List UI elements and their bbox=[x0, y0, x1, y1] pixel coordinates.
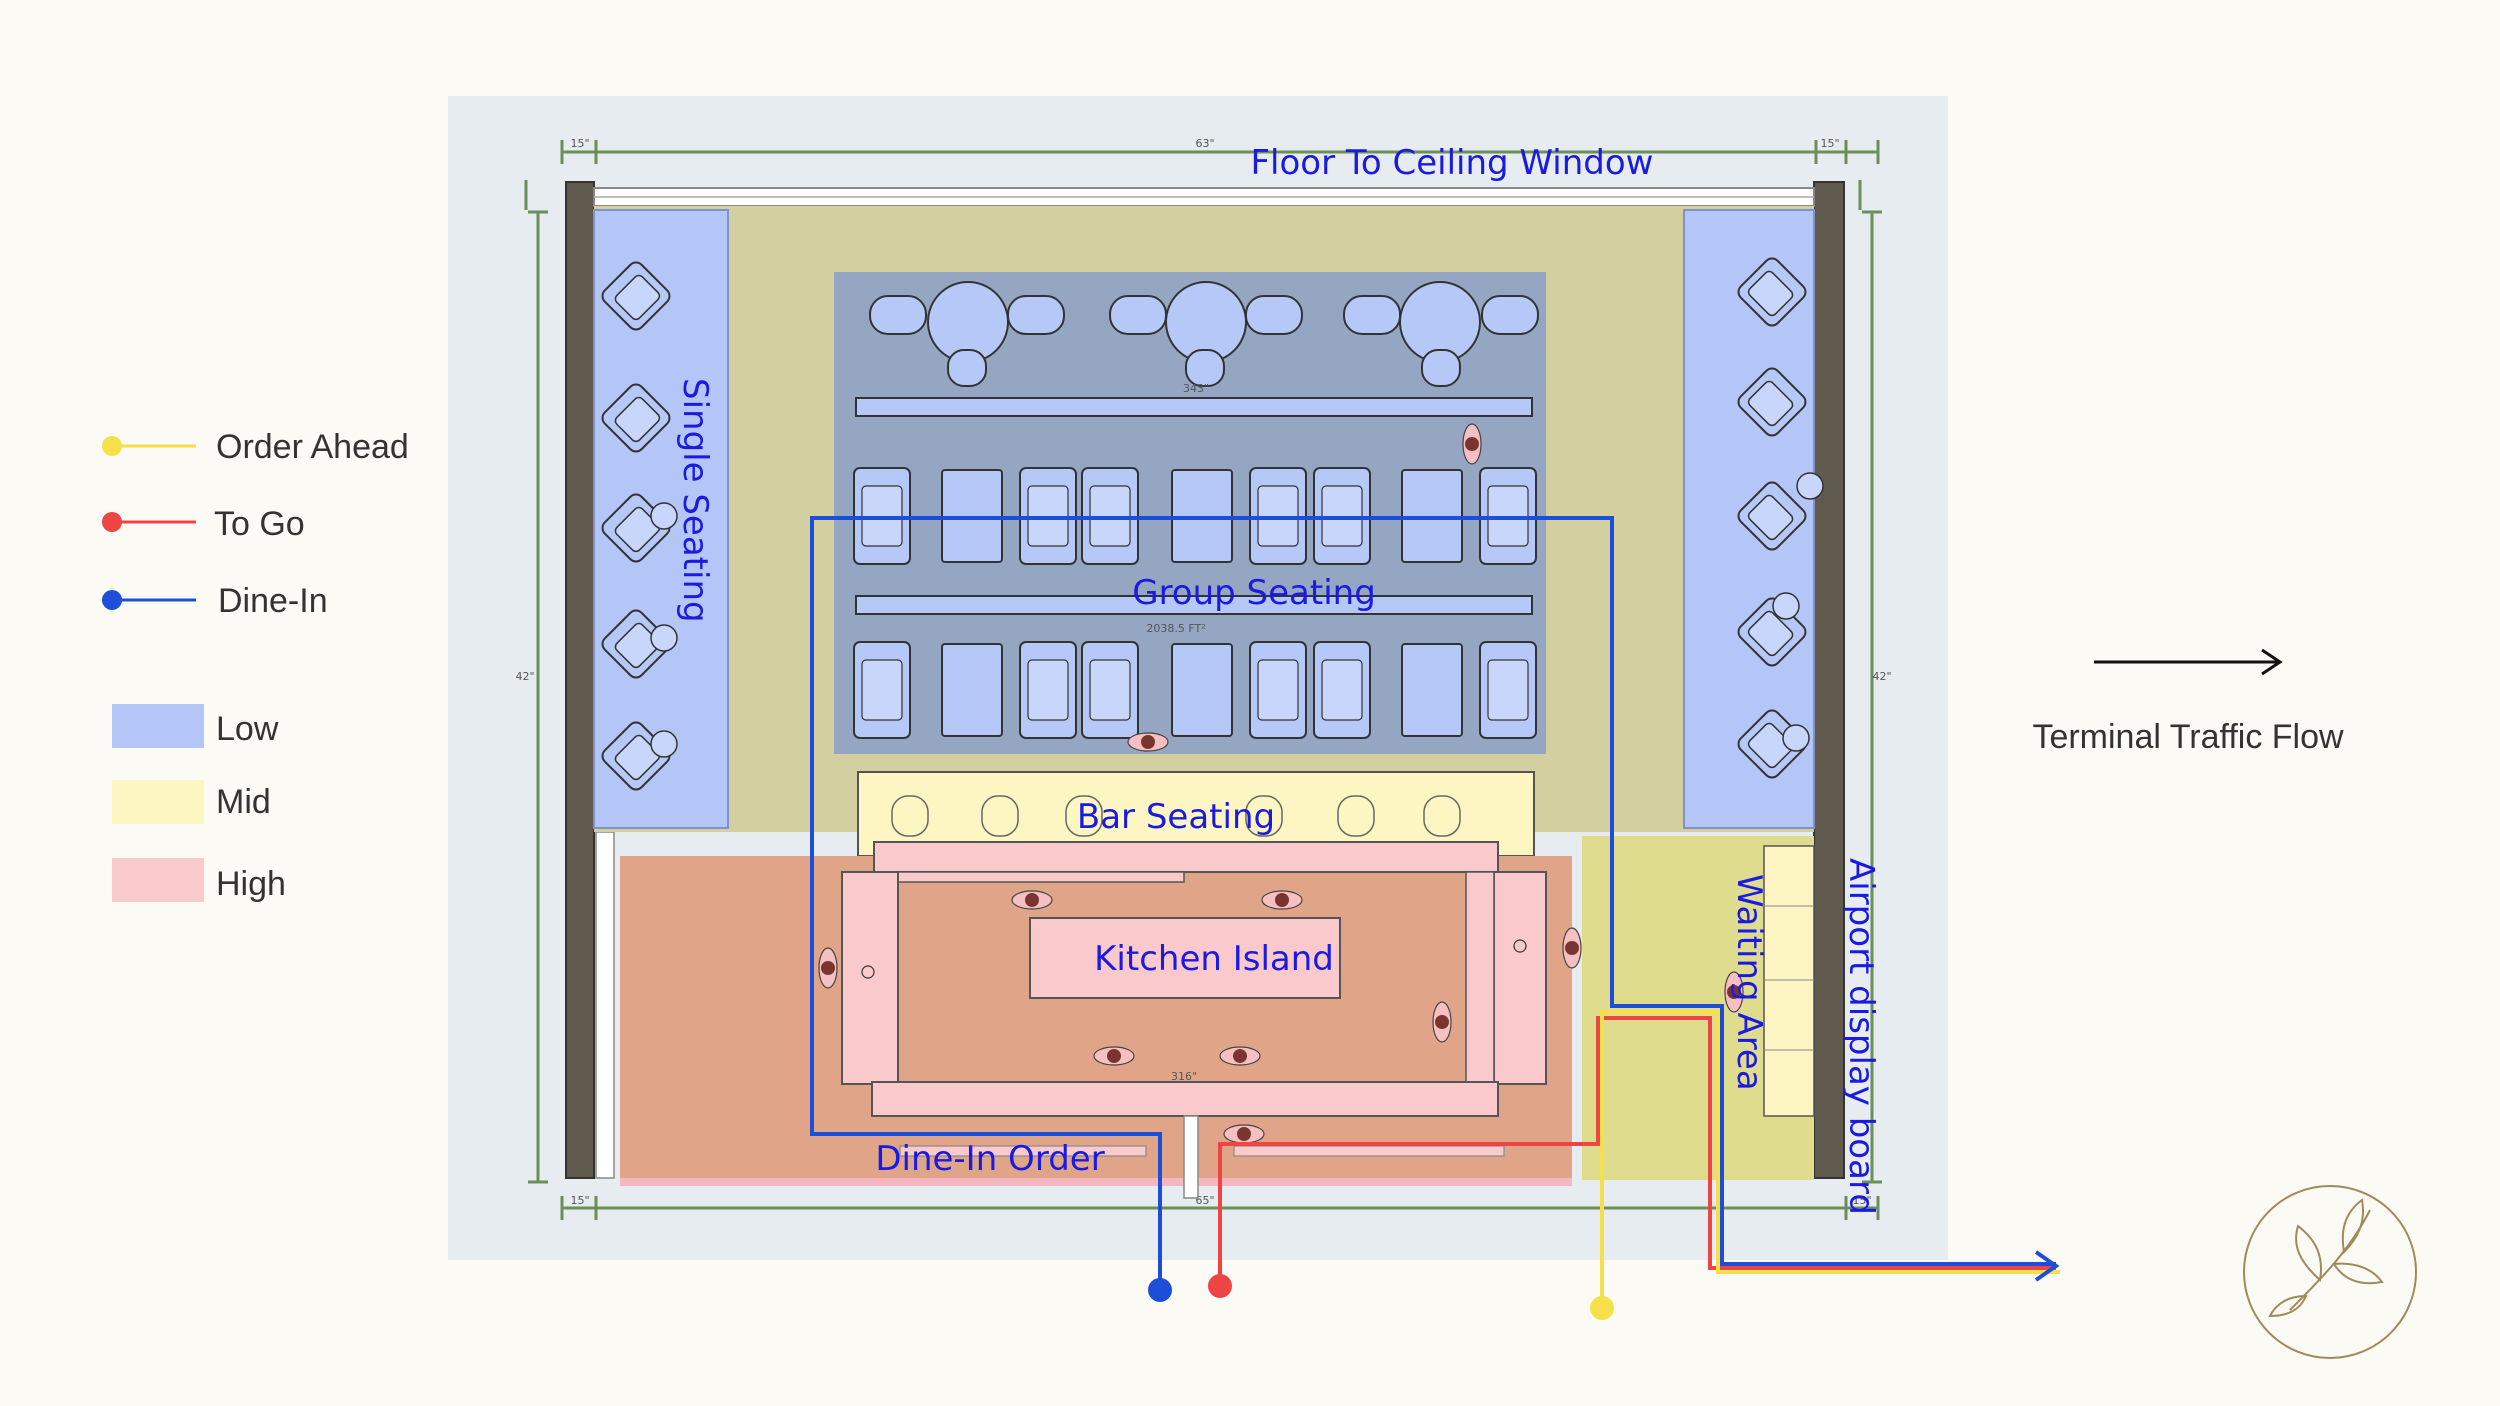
legend: Order Ahead To Go Dine-In Low Mid High bbox=[102, 428, 409, 903]
low-swatch bbox=[112, 704, 204, 748]
dim-top-right: 15" bbox=[1820, 137, 1839, 150]
waiting-bench bbox=[1763, 845, 1815, 1117]
person-figure bbox=[1261, 890, 1303, 910]
dim-top-span: 63" bbox=[1195, 137, 1214, 150]
mid-label: Mid bbox=[216, 783, 271, 821]
waiting-area-label: Waiting Area bbox=[1729, 874, 1769, 1091]
dim-left-height: 42" bbox=[515, 670, 534, 683]
to-go-start-dot bbox=[1208, 1274, 1232, 1298]
bar-stool bbox=[1423, 795, 1461, 837]
bar-seating-label: Bar Seating bbox=[1077, 797, 1275, 837]
single-seating-label: Single Seating bbox=[675, 378, 715, 623]
leaf-logo-icon bbox=[2243, 1185, 2417, 1359]
group-area-dim: 2038.5 FT² bbox=[1146, 622, 1205, 635]
round-tables bbox=[869, 281, 1539, 387]
legend-item-order-ahead: Order Ahead bbox=[102, 428, 409, 466]
kitchen-island-label: Kitchen Island bbox=[1094, 939, 1334, 979]
group-seating-label: Group Seating bbox=[1132, 573, 1376, 613]
booth-seat bbox=[1313, 641, 1371, 739]
legend-item-high: High bbox=[112, 858, 286, 903]
side-table bbox=[1796, 472, 1824, 500]
bench-width-dim: 343" bbox=[1183, 382, 1209, 395]
legend-item-low: Low bbox=[112, 704, 279, 748]
legend-item-dine-in: Dine-In bbox=[102, 582, 328, 620]
booth-seat bbox=[1019, 641, 1077, 739]
flow-arrowhead bbox=[2034, 1250, 2060, 1282]
terminal-traffic-label: Terminal Traffic Flow bbox=[2032, 718, 2344, 756]
service-counter bbox=[841, 841, 1547, 1199]
person-figure bbox=[1127, 732, 1169, 752]
side-table bbox=[1772, 592, 1800, 620]
person-figure bbox=[1562, 927, 1582, 969]
order-ahead-path bbox=[1600, 1010, 2060, 1308]
person-figure bbox=[1462, 423, 1482, 465]
terminal-traffic-flow: Terminal Traffic Flow bbox=[2032, 648, 2344, 756]
group-seating-row-lower bbox=[853, 641, 1537, 739]
flow-paths bbox=[810, 516, 2060, 1308]
to-go-label: To Go bbox=[214, 505, 305, 543]
dine-in-label: Dine-In bbox=[218, 582, 328, 620]
side-table bbox=[650, 502, 678, 530]
kitchen-island bbox=[1029, 917, 1341, 999]
person-figure bbox=[1011, 890, 1053, 910]
dim-bottom-left: 15" bbox=[570, 1194, 589, 1207]
order-ahead-label: Order Ahead bbox=[216, 428, 409, 466]
traffic-arrow-icon bbox=[2261, 648, 2283, 676]
side-table bbox=[650, 730, 678, 758]
high-zone-edge bbox=[620, 1178, 1572, 1186]
group-table bbox=[1401, 643, 1463, 737]
bar-stool bbox=[1337, 795, 1375, 837]
side-table bbox=[650, 624, 678, 652]
side-table bbox=[1782, 724, 1810, 752]
dim-right-height: 42" bbox=[1872, 670, 1891, 683]
dimension-lines bbox=[524, 140, 1882, 1220]
right-wall bbox=[1813, 181, 1845, 1179]
window-label: Floor To Ceiling Window bbox=[1251, 143, 1654, 183]
right-lounge-chairs bbox=[1734, 254, 1824, 782]
person-figure bbox=[1219, 1046, 1261, 1066]
high-swatch bbox=[112, 858, 204, 902]
person-figure bbox=[1223, 1124, 1265, 1144]
long-bench-top bbox=[855, 397, 1533, 417]
round-table-set bbox=[1109, 281, 1303, 387]
dim-bottom-mid: 65" bbox=[1195, 1194, 1214, 1207]
round-table-set bbox=[869, 281, 1065, 387]
counter-width-dim: 316" bbox=[1171, 1070, 1197, 1083]
entry-door-left bbox=[595, 831, 615, 1179]
single-seating-chairs bbox=[598, 258, 678, 794]
person-figure bbox=[1093, 1046, 1135, 1066]
to-go-path bbox=[1218, 1016, 2056, 1286]
booth-seat bbox=[1249, 641, 1307, 739]
dine-in-order-label: Dine-In Order bbox=[875, 1139, 1104, 1179]
person-figure bbox=[818, 947, 838, 989]
order-ahead-start-dot bbox=[1590, 1296, 1614, 1320]
low-label: Low bbox=[216, 710, 279, 748]
dine-in-swatch-dot bbox=[102, 590, 122, 610]
airport-display-label: Airport display board bbox=[1841, 858, 1881, 1215]
left-wall bbox=[565, 181, 595, 1179]
staff-figures bbox=[818, 890, 1582, 1144]
group-table bbox=[1171, 643, 1233, 737]
legend-item-mid: Mid bbox=[112, 780, 271, 824]
long-bench-middle bbox=[855, 595, 1533, 615]
bar-stool bbox=[891, 795, 929, 837]
dine-in-path bbox=[810, 516, 2056, 1290]
booth-seat bbox=[1081, 641, 1139, 739]
mid-swatch bbox=[112, 780, 204, 824]
person-figure bbox=[1432, 1001, 1452, 1043]
dim-bottom-right: 15" bbox=[1852, 1194, 1871, 1207]
dine-in-start-dot bbox=[1148, 1278, 1172, 1302]
booth-seat bbox=[853, 641, 911, 739]
high-traffic-zone bbox=[620, 856, 1572, 1186]
order-ahead-swatch-dot bbox=[102, 436, 122, 456]
booth-seat bbox=[1479, 641, 1537, 739]
bar-stool bbox=[981, 795, 1019, 837]
to-go-swatch-dot bbox=[102, 512, 122, 532]
group-table bbox=[941, 643, 1003, 737]
dim-top-left: 15" bbox=[570, 137, 589, 150]
legend-item-to-go: To Go bbox=[102, 505, 305, 543]
round-table-set bbox=[1343, 281, 1539, 387]
high-label: High bbox=[216, 865, 286, 903]
